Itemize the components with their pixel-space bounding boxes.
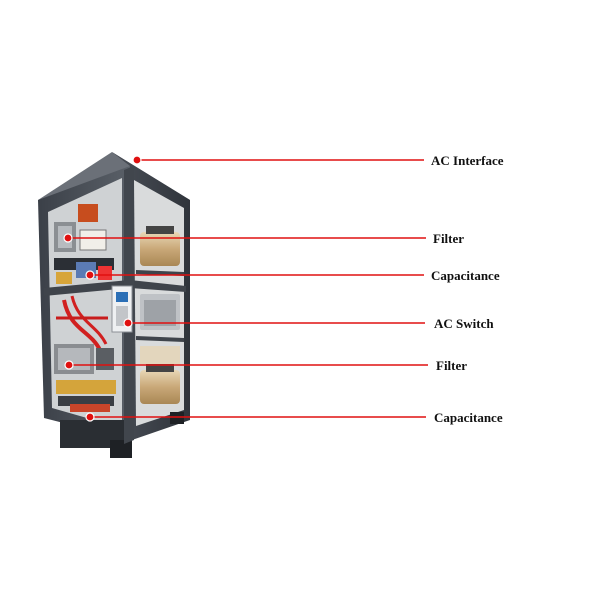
right-bay-coils [140, 226, 180, 404]
callout-dot-filter-lower [64, 360, 74, 370]
callout-label-capacitance-upper: Capacitance [431, 268, 500, 283]
callout-dot-filter-upper [63, 233, 73, 243]
callout-label-capacitance-lower: Capacitance [434, 410, 503, 425]
callout-dot-capacitance-upper [85, 270, 95, 280]
callout-label-filter-lower: Filter [436, 358, 468, 373]
callout-label-ac-interface: AC Interface [431, 153, 504, 168]
callout-label-filter-upper: Filter [433, 231, 465, 246]
callout-dot-capacitance-lower [85, 412, 95, 422]
callout-dot-ac-interface [132, 155, 142, 165]
callout-label-ac-switch: AC Switch [434, 316, 494, 331]
callout-dot-ac-switch [123, 318, 133, 328]
